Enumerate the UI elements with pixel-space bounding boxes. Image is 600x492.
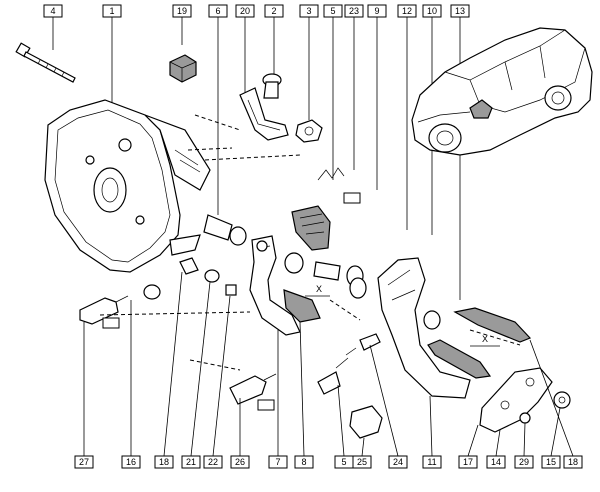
stud-part-2 (262, 73, 282, 99)
svg-text:29: 29 (519, 457, 529, 467)
callout-23: 23 (344, 4, 364, 170)
callout-11: 11 (422, 455, 442, 469)
svg-text:3: 3 (306, 6, 311, 16)
svg-text:9: 9 (374, 6, 379, 16)
shaft-part-5 (284, 252, 364, 287)
callout-16: 16 (121, 455, 141, 469)
svg-text:2: 2 (271, 6, 276, 16)
dim-mark-1: X (305, 284, 330, 297)
svg-text:12: 12 (402, 6, 412, 16)
callout-22: 22 (203, 455, 223, 469)
callout-25: 25 (352, 455, 372, 469)
svg-text:X: X (482, 334, 488, 344)
clip-part-25 (349, 405, 383, 439)
callout-26: 26 (230, 455, 250, 469)
pedal-location-marker (469, 99, 493, 119)
clutch-pedal-part-11 (349, 257, 471, 399)
callout-15: 15 (541, 455, 561, 469)
dim-mark-2: X (470, 334, 500, 347)
svg-text:17: 17 (463, 457, 473, 467)
callout-5-bottom: 5 (334, 455, 354, 469)
svg-text:18: 18 (568, 457, 578, 467)
callout-6: 6 (208, 4, 228, 215)
nut-part-15 (553, 391, 571, 409)
bush-part-6 (203, 214, 247, 246)
svg-text:14: 14 (491, 457, 501, 467)
svg-text:26: 26 (235, 457, 245, 467)
car-location-illustration (411, 27, 593, 156)
svg-text:13: 13 (455, 6, 465, 16)
svg-text:7: 7 (275, 457, 280, 467)
spring-clip-part-20 (239, 87, 289, 141)
callout-1: 1 (102, 4, 122, 110)
svg-text:15: 15 (546, 457, 556, 467)
svg-text:8: 8 (301, 457, 306, 467)
assembly-guide-lines (187, 114, 301, 161)
callout-14: 14 (486, 455, 506, 469)
svg-text:19: 19 (177, 6, 187, 16)
clip-part-22 (225, 284, 237, 296)
callout-20: 20 (235, 4, 255, 95)
svg-text:11: 11 (427, 457, 436, 467)
pedal-part-18 (427, 307, 532, 379)
callout-29: 29 (514, 455, 534, 469)
switch-part-26 (229, 373, 277, 411)
bolt-part-4 (15, 42, 76, 83)
svg-text:5: 5 (330, 6, 335, 16)
clip-part-21 (204, 269, 220, 283)
callout-19: 19 (172, 4, 192, 45)
spring-part-23 (317, 167, 361, 204)
clip-part-19 (169, 54, 197, 83)
callout-8: 8 (294, 455, 314, 469)
pedal-bracket-part-1 (44, 99, 211, 273)
callout-12: 12 (397, 4, 417, 230)
callout-2: 2 (264, 4, 284, 75)
callout-3: 3 (299, 4, 319, 120)
svg-text:1: 1 (109, 6, 114, 16)
svg-text:23: 23 (349, 6, 359, 16)
bracket-part-14 (479, 367, 553, 433)
svg-text:10: 10 (427, 6, 437, 16)
nut-part-3 (295, 119, 323, 143)
svg-text:X: X (316, 284, 322, 294)
svg-text:4: 4 (50, 6, 55, 16)
callout-9: 9 (367, 4, 387, 190)
callout-24: 24 (388, 455, 408, 469)
svg-text:20: 20 (240, 6, 250, 16)
callout-21: 21 (181, 455, 201, 469)
svg-text:5: 5 (341, 457, 346, 467)
switch-part-27 (79, 295, 129, 329)
callout-7: 7 (268, 455, 288, 469)
svg-text:22: 22 (208, 457, 218, 467)
svg-text:6: 6 (215, 6, 220, 16)
svg-text:25: 25 (357, 457, 367, 467)
callout-17: 17 (458, 455, 478, 469)
callout-27: 27 (74, 455, 94, 469)
bottom-leader-lines (83, 271, 574, 457)
grommet-part-16 (143, 284, 161, 300)
pad-part-8 (283, 289, 321, 323)
callout-4: 4 (43, 4, 63, 50)
callout-18-right: 18 (563, 455, 583, 469)
svg-text:24: 24 (393, 457, 403, 467)
pedal-pad-part-9 (291, 205, 331, 251)
clip-part-18 (179, 257, 199, 275)
washer-part-29 (519, 412, 531, 424)
svg-text:16: 16 (126, 457, 136, 467)
brake-pedal-part-7 (249, 235, 301, 336)
svg-text:21: 21 (186, 457, 196, 467)
svg-text:27: 27 (79, 457, 89, 467)
callout-18-left: 18 (154, 455, 174, 469)
callout-5: 5 (323, 4, 343, 180)
rod-part-24 (317, 333, 381, 395)
svg-text:18: 18 (159, 457, 169, 467)
